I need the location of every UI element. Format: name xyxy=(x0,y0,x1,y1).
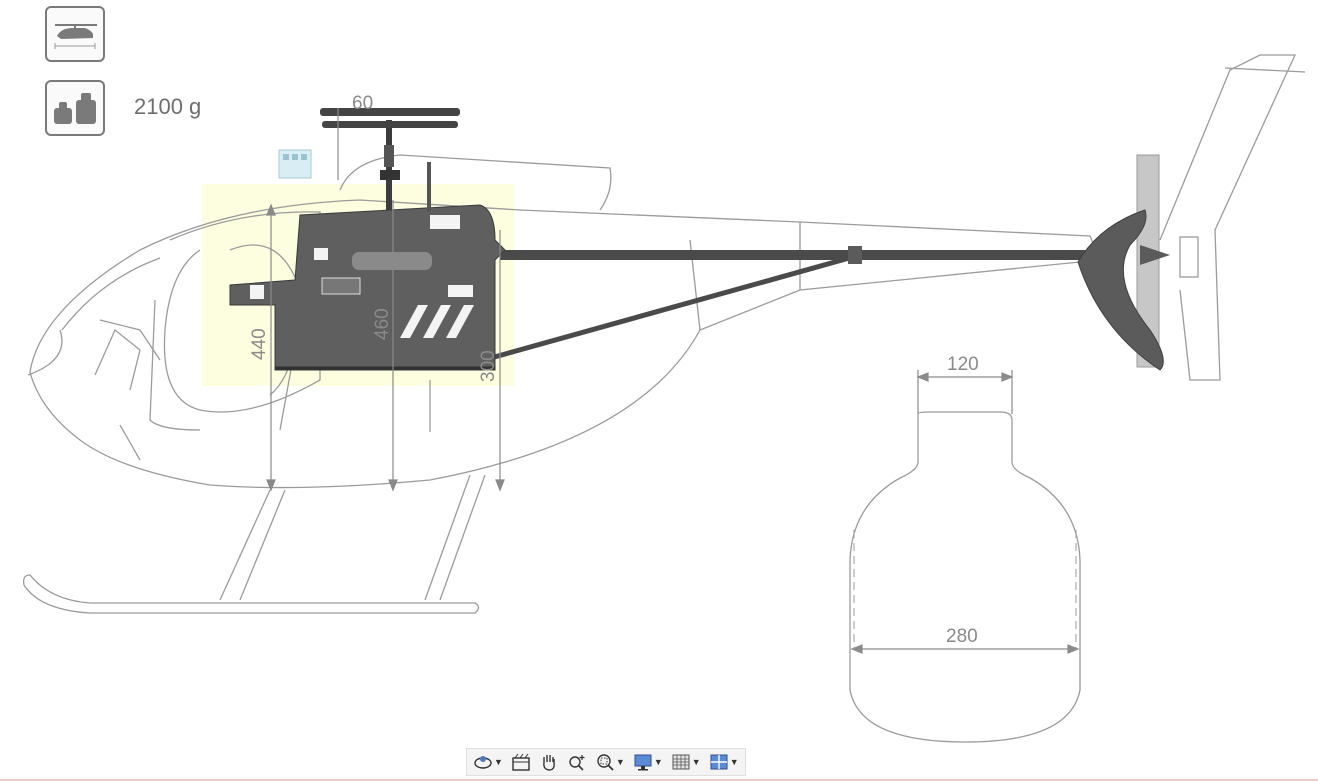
landing-skid xyxy=(22,474,486,614)
display-button[interactable]: ▼ xyxy=(631,750,665,774)
grid-dropdown-icon[interactable]: ▼ xyxy=(691,757,701,767)
frame-slots xyxy=(250,215,474,338)
fuselage-outline xyxy=(27,154,1101,489)
layout-dropdown-icon[interactable]: ▼ xyxy=(729,757,739,767)
zoom-window-icon xyxy=(597,754,614,771)
layout-icon xyxy=(710,754,728,770)
zoom-plus-icon xyxy=(569,755,585,771)
orbit-icon xyxy=(474,756,492,769)
dim-mid-height: 460 xyxy=(372,308,393,340)
tail-fin xyxy=(1159,54,1306,381)
boom-support xyxy=(454,252,861,371)
layout-button[interactable]: ▼ xyxy=(707,750,741,774)
helicopter-view-icon[interactable] xyxy=(45,6,105,62)
weight-value: 2100 g xyxy=(134,94,202,119)
tail-boom xyxy=(500,250,1100,260)
dim-body-width: 280 xyxy=(946,626,978,647)
hand-icon xyxy=(543,755,555,771)
view-toolbar: ▼ ▼ ▼ ▼ ▼ xyxy=(466,748,746,776)
weights-icon[interactable] xyxy=(45,80,105,136)
servo-block xyxy=(321,277,361,295)
grid-button[interactable]: ▼ xyxy=(669,750,703,774)
tail-gearbox xyxy=(1140,245,1170,265)
zoom-in-button[interactable] xyxy=(565,750,589,774)
monitor-icon xyxy=(634,754,652,771)
dim-top-width: 120 xyxy=(947,354,979,375)
dim-rotor-head: 60 xyxy=(352,93,373,114)
orbit-dropdown-icon[interactable]: ▼ xyxy=(494,757,503,767)
dim-rear-height: 300 xyxy=(478,350,499,382)
grid-icon xyxy=(672,754,690,770)
pan-button[interactable] xyxy=(537,750,561,774)
frame-cutout xyxy=(352,252,432,270)
main-rotor-head xyxy=(320,108,460,212)
tail-guard xyxy=(1077,209,1164,371)
zoom-window-button[interactable]: ▼ xyxy=(593,750,627,774)
zoom-dropdown-icon[interactable]: ▼ xyxy=(615,757,625,767)
dim-front-height: 440 xyxy=(249,328,270,360)
front-section-outline xyxy=(849,411,1081,743)
orbit-button[interactable]: ▼ xyxy=(471,750,505,774)
dimension-lines xyxy=(266,108,1080,654)
display-dropdown-icon[interactable]: ▼ xyxy=(653,757,663,767)
fit-view-button[interactable] xyxy=(509,750,533,774)
frame-accessory-icon xyxy=(278,149,312,179)
boom-clamp xyxy=(848,246,862,264)
status-divider xyxy=(0,779,1318,781)
camera-film-icon xyxy=(512,753,530,771)
